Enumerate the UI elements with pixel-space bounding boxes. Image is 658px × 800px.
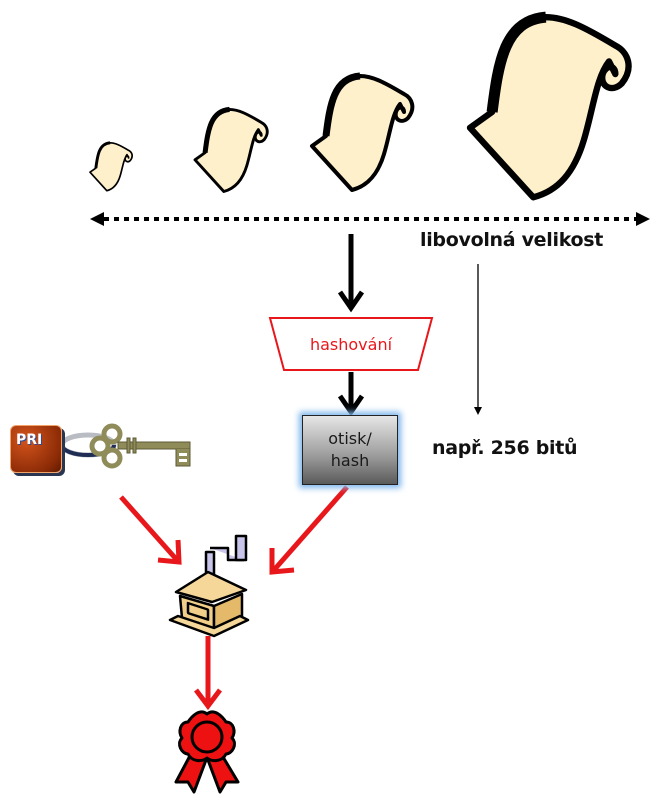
arbitrary-size-label: libovolná velikost	[420, 229, 604, 251]
hash-digest-box: otisk/ hash	[302, 415, 398, 485]
hash-to-signer-arrow	[269, 485, 349, 575]
scroll-icon-3	[312, 76, 412, 190]
digest-size-label: např. 256 bitů	[432, 437, 578, 459]
private-key-tag-label: PRI	[16, 432, 43, 448]
key-icon	[59, 423, 191, 469]
size-axis-arrow	[90, 212, 650, 226]
private-key-tag: PRI	[10, 425, 62, 473]
key-to-signer-arrow	[119, 495, 182, 565]
hash-digest-label-line1: otisk/	[328, 429, 372, 448]
input-to-hash-arrow	[337, 234, 365, 313]
hash-to-digest-arrow	[337, 372, 365, 417]
hashing-process-shape	[268, 317, 434, 371]
coffee-grinder-icon	[168, 534, 250, 638]
scroll-icon-4	[470, 17, 629, 197]
award-ribbon-icon	[174, 710, 240, 794]
signer-to-signature-arrow	[194, 636, 222, 711]
hashing-process-label: hashování	[309, 334, 393, 354]
hash-digest-label-line2: hash	[330, 451, 370, 470]
scroll-icon-2	[195, 109, 267, 191]
scroll-icon-1	[88, 141, 134, 193]
size-reduction-arrow	[474, 264, 482, 415]
